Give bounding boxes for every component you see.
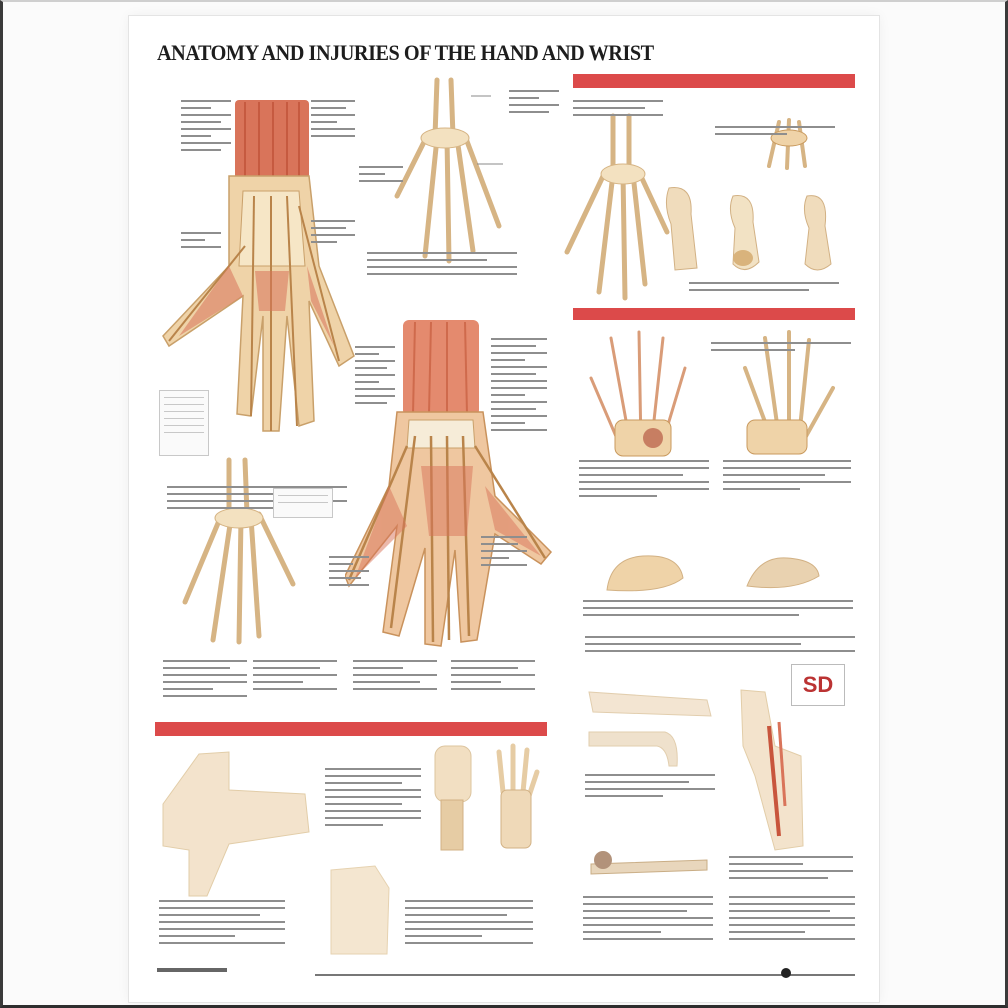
caption-block (579, 460, 709, 502)
caption-block (585, 774, 715, 802)
label-block (367, 252, 517, 280)
caption-block (711, 342, 851, 356)
caption-block (723, 460, 851, 495)
finger-illustration-1 (434, 745, 472, 851)
caption-block (325, 768, 421, 831)
hand-skeleton-illustration-3 (564, 113, 670, 301)
splint-illustration-2 (330, 865, 390, 955)
footer-credit (157, 968, 227, 972)
info-table (273, 488, 333, 518)
wrist-bone-illustration-1 (767, 118, 808, 170)
footer-rule (315, 974, 855, 976)
label-block (167, 486, 347, 514)
tendon-illustration-2 (590, 851, 708, 875)
wrist-bone-illustration-3 (729, 195, 760, 270)
caption-block (585, 636, 855, 657)
label-block (481, 536, 527, 571)
label-block (491, 338, 547, 436)
caption-block (163, 660, 247, 702)
wrist-bone-illustration-4 (803, 195, 832, 271)
caption-block (573, 100, 663, 121)
ligament-illustration-2 (746, 557, 820, 589)
caption-block (729, 896, 855, 945)
caption-block (253, 660, 337, 695)
tendon-illustration-1 (588, 691, 712, 767)
label-block (181, 232, 221, 253)
caption-block (353, 660, 437, 695)
label-block (311, 100, 355, 142)
wrist-bone-illustration-2 (665, 187, 698, 271)
ligament-illustration-1 (606, 555, 684, 592)
label-block (311, 220, 355, 248)
section-bar-bottom-left (155, 722, 547, 736)
caption-block (729, 856, 853, 884)
label-block (509, 90, 559, 118)
finger-illustration-2 (496, 743, 540, 849)
hand-skeleton-illustration-2 (394, 77, 503, 264)
tendon-illustration-3 (740, 689, 804, 851)
hand-muscles-illustration-1 (162, 100, 355, 432)
caption-block (405, 900, 533, 949)
caption-block (451, 660, 535, 695)
brand-logo: SD (791, 664, 845, 706)
caption-block (583, 896, 713, 945)
section-bar-middle-right (573, 308, 855, 320)
caption-block (689, 282, 839, 296)
section-bar-top-right (573, 74, 855, 88)
hand-muscles-illustration-2 (345, 320, 553, 647)
caption-block (715, 126, 835, 140)
splint-illustration-1 (162, 751, 310, 897)
caption-block (583, 600, 853, 621)
poster-title: ANATOMY AND INJURIES OF THE HAND AND WRI… (157, 40, 654, 65)
label-block (181, 100, 231, 156)
hand-skeleton-illustration-4 (182, 457, 296, 645)
footer-mark (781, 968, 791, 978)
label-block (355, 346, 395, 409)
label-block (359, 166, 403, 187)
arthritis-hand-illustration-1 (589, 330, 687, 457)
caption-block (159, 900, 285, 949)
label-block (329, 556, 369, 591)
info-table (159, 390, 209, 456)
anatomy-poster: ANATOMY AND INJURIES OF THE HAND AND WRI… (129, 16, 879, 1002)
